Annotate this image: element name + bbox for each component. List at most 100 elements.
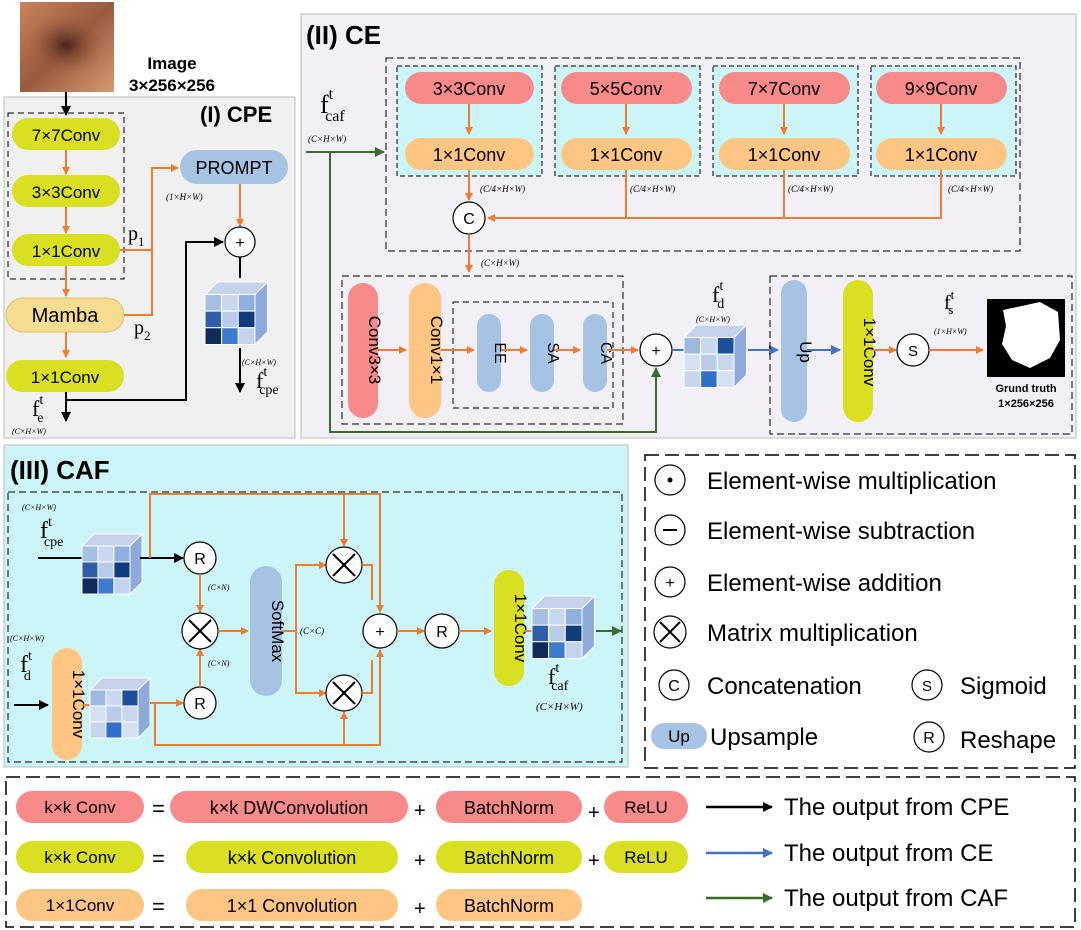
- ce-up-label: Up: [796, 341, 815, 363]
- caf-cc-dim: (C×C): [300, 626, 324, 636]
- ce-conv3x3-label: Conv3×3: [365, 316, 384, 385]
- legend-matmul-x: [659, 621, 681, 643]
- caf-dashed-group: [7, 491, 623, 763]
- svg-text:1×1 Convolution: 1×1 Convolution: [227, 896, 358, 916]
- svg-text:+: +: [414, 850, 426, 872]
- ce-conv3x3-block: [348, 283, 378, 418]
- arrow-fcaf-skip-to-plus: [329, 152, 661, 433]
- svg-text:=: =: [152, 796, 165, 821]
- svg-text:BatchNorm: BatchNorm: [464, 896, 554, 916]
- legend-concat-icon: [658, 669, 690, 701]
- arrow-skip-top-to-plus: [344, 493, 384, 613]
- svg-text:k×k Conv: k×k Conv: [44, 798, 116, 817]
- caf-fcpe-dim: (C×H×W): [22, 503, 56, 512]
- input-image-lesion: [28, 15, 104, 75]
- svg-text:(C/4×H×W): (C/4×H×W): [788, 184, 833, 194]
- ce-multiscale-group: [385, 57, 1021, 252]
- ce-branch-3: 7×7Conv 1×1Conv (C/4×H×W): [712, 65, 859, 194]
- svg-text:3×3Conv: 3×3Conv: [433, 79, 506, 99]
- bottom-legend-row-2: k×k Conv = k×k Convolution + BatchNorm +…: [16, 841, 688, 873]
- bottom-legend-row-1: k×k Conv = k×k DWConvolution + BatchNorm…: [16, 791, 688, 824]
- svg-text:+: +: [414, 800, 426, 822]
- ce-ee-block: [477, 314, 501, 392]
- svg-text:1×1Conv: 1×1Conv: [590, 145, 663, 165]
- caf-matmul-symbol: [188, 619, 212, 643]
- ce-fs-dim: (1×H×W): [934, 327, 967, 336]
- caf-cn-dim-top: (C×N): [208, 583, 230, 592]
- legend-reshape-label: Reshape: [960, 727, 1056, 754]
- ce-conv1x1b-label: 1×1Conv: [860, 318, 879, 387]
- ce-conv1x1b-block: [843, 280, 873, 422]
- ce-title: (II) CE: [306, 20, 381, 50]
- legend-up-icon: [651, 723, 707, 749]
- svg-text:+: +: [414, 898, 426, 920]
- ce-output-group: [769, 275, 1073, 435]
- svg-text:ReLU: ReLU: [624, 798, 667, 817]
- legend-add-icon: [654, 566, 686, 598]
- cpe-conv1b-block: [6, 360, 124, 392]
- line-matmul-bottom-to-plus: [362, 660, 373, 694]
- caf-conv1x1b-block: [494, 570, 524, 686]
- svg-text:1×1Conv: 1×1Conv: [46, 896, 115, 915]
- ce-plus-symbol: +: [651, 343, 660, 360]
- svg-text:+: +: [588, 850, 600, 872]
- ce-ca-label: CA: [597, 342, 614, 365]
- ce-branch-4: 9×9Conv 1×1Conv (C/4×H×W): [870, 65, 1017, 194]
- caf-cn-dim-bottom: (C×N): [208, 659, 230, 668]
- ground-truth-title: Grund truth: [995, 383, 1056, 395]
- svg-text:1×1Conv: 1×1Conv: [748, 145, 821, 165]
- legend-concat-symbol: C: [668, 678, 680, 695]
- cpe-title: (I) CPE: [200, 102, 272, 127]
- ce-attention-group: [452, 301, 614, 409]
- legend-matmul-label: Matrix multiplication: [707, 620, 918, 647]
- svg-text:1×1Conv: 1×1Conv: [905, 145, 978, 165]
- cpe-plus-symbol: +: [235, 235, 244, 252]
- svg-text:=: =: [152, 846, 165, 871]
- ce-sigmoid-symbol: S: [908, 343, 918, 360]
- svg-text:7×7Conv: 7×7Conv: [748, 79, 821, 99]
- ce-sa-block: [530, 314, 554, 392]
- arrow-branches-to-concat: [487, 170, 942, 222]
- caf-reshape-top-symbol: R: [194, 551, 206, 568]
- caf-softmax-label: SoftMax: [268, 600, 287, 663]
- cpe-fcpe-dim: (C×H×W): [242, 358, 276, 367]
- ce-conv1x1-block: [409, 283, 441, 418]
- ce-concat-symbol: C: [463, 211, 475, 228]
- arrow-fe-to-plus: [66, 237, 224, 401]
- svg-text:ReLU: ReLU: [624, 848, 667, 867]
- caf-fd-dim: (C×H×W): [10, 634, 44, 643]
- cpe-prompt-block: [180, 150, 288, 184]
- cpe-conv1-block: [12, 234, 120, 266]
- ce-fd-dim: (C×H×W): [696, 315, 730, 324]
- arrow-p2-to-prompt: [124, 250, 153, 316]
- caf-softmax-block: [250, 566, 282, 696]
- legend-upsample-label: Upsample: [710, 724, 818, 751]
- svg-text:BatchNorm: BatchNorm: [464, 798, 554, 818]
- arrow-fd-to-matmul-bottom: [154, 703, 348, 746]
- legend-cpe-label: The output from CPE: [784, 794, 1009, 821]
- legend-add-symbol: +: [665, 575, 674, 592]
- ce-branch-1: 3×3Conv 1×1Conv (C/4×H×W): [396, 65, 543, 194]
- caf-reshape-out-symbol: R: [436, 624, 448, 641]
- caf-fcpe-cube: [81, 533, 143, 595]
- svg-text:k×k Conv: k×k Conv: [44, 848, 116, 867]
- svg-text:5×5Conv: 5×5Conv: [590, 79, 663, 99]
- cpe-conv1-label: 1×1Conv: [32, 242, 101, 261]
- caf-conv1x1b-label: 1×1Conv: [511, 594, 530, 663]
- svg-text:9×9Conv: 9×9Conv: [905, 79, 978, 99]
- cpe-prompt-label: PROMPT: [195, 158, 272, 178]
- cpe-prompt-dim: (1×H×W): [166, 192, 203, 202]
- ce-ca-block: [583, 314, 607, 392]
- legend-mult-label: Element-wise multiplication: [707, 468, 996, 495]
- arrow-p1-to-prompt: [120, 164, 179, 251]
- legend-reshape-symbol: R: [923, 730, 935, 747]
